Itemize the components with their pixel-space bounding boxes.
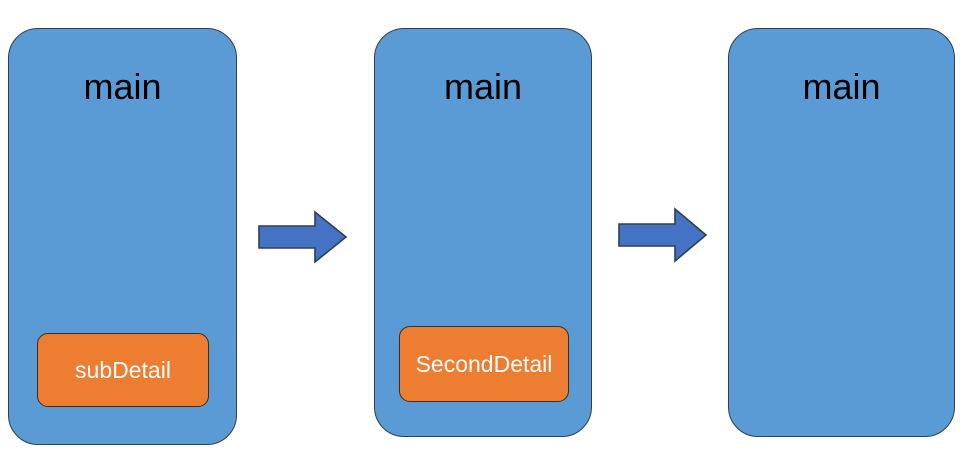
detail-box-second-detail-label: SecondDetail — [415, 351, 553, 377]
main-panel-1-title: main — [83, 66, 162, 107]
arrow-right-2 — [618, 207, 708, 263]
detail-box-sub-detail[interactable]: subDetail — [37, 333, 209, 407]
detail-box-second-detail[interactable]: SecondDetail — [399, 326, 569, 402]
main-panel-3[interactable]: main — [728, 28, 955, 437]
main-panel-1[interactable]: main subDetail — [8, 28, 237, 445]
main-panel-2-title: main — [443, 66, 523, 107]
main-panel-3-title: main — [802, 66, 881, 107]
main-panel-2[interactable]: main SecondDetail — [374, 28, 592, 437]
arrow-right-icon — [258, 210, 348, 264]
arrow-right-1 — [258, 210, 348, 264]
detail-box-sub-detail-label: subDetail — [75, 357, 171, 383]
arrow-right-icon — [618, 207, 708, 263]
